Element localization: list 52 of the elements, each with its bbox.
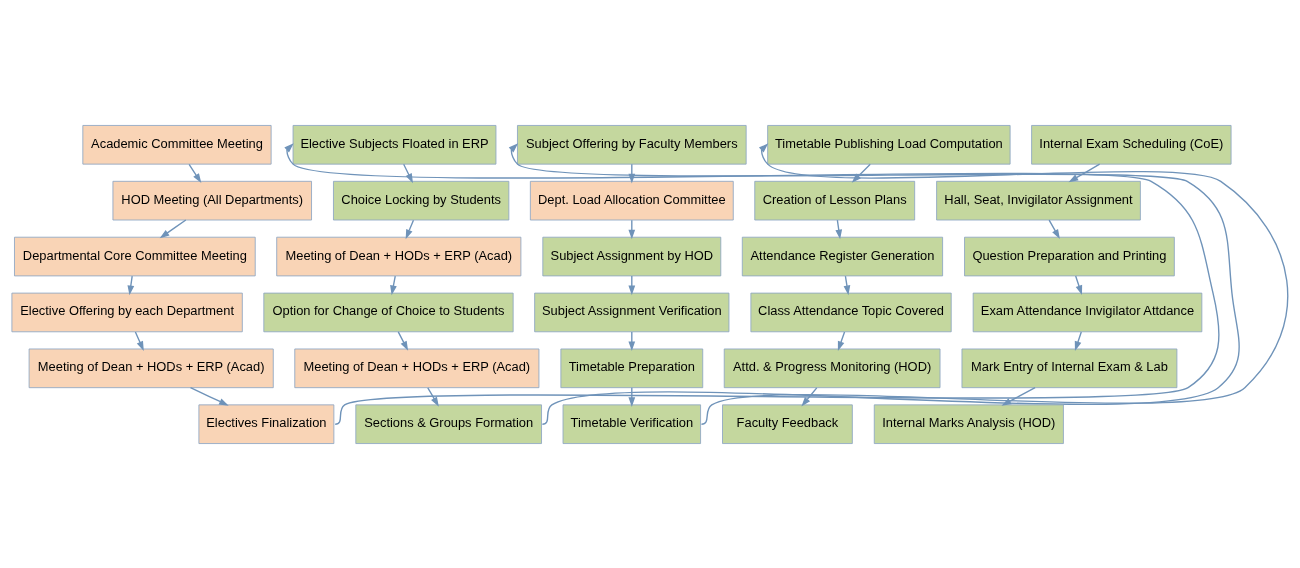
arrow <box>390 274 397 295</box>
node-box: Attd. & Progress Monitoring (HOD) <box>723 348 941 388</box>
arrow <box>801 386 818 406</box>
node-box: Academic Committee Meeting <box>82 124 272 165</box>
node-box: Creation of Lesson Plans <box>754 180 916 220</box>
node-box: Timetable Preparation <box>560 348 704 388</box>
arrow <box>188 163 202 183</box>
arrow <box>837 330 846 351</box>
node-box: Elective Subjects Floated in ERP <box>292 124 497 165</box>
node-box: Mark Entry of Internal Exam & Lab <box>961 348 1178 388</box>
arrow <box>1048 219 1060 239</box>
arrow <box>405 219 415 239</box>
arrow <box>403 163 413 183</box>
arrow <box>835 219 843 239</box>
arrow <box>127 274 135 295</box>
node-box: Question Preparation and Printing <box>964 236 1175 276</box>
node-box: Subject Offering by Faculty Members <box>517 124 747 165</box>
node-box: Choice Locking by Students <box>333 180 510 220</box>
node-box: Meeting of Dean + HODs + ERP (Acad) <box>294 348 540 388</box>
node-box: Timetable Verification <box>562 403 701 444</box>
arrow <box>508 142 1240 425</box>
node-box: Internal Marks Analysis (HOD) <box>873 403 1064 444</box>
node-box: HOD Meeting (All Departments) <box>112 180 312 220</box>
arrow <box>843 274 851 295</box>
arrow <box>397 330 409 351</box>
node-box: Option for Change of Choice to Students <box>263 292 514 332</box>
arrow <box>851 163 871 183</box>
node-box: Subject Assignment Verification <box>534 292 730 332</box>
arrow <box>1074 330 1082 351</box>
node-box: Departmental Core Committee Meeting <box>14 236 256 276</box>
node-box: Meeting of Dean + HODs + ERP (Acad) <box>276 236 522 276</box>
node-box: Sections & Groups Formation <box>355 403 542 444</box>
arrow <box>1074 274 1083 295</box>
arrow <box>1001 386 1036 406</box>
node-box: Class Attendance Topic Covered <box>750 292 952 332</box>
node-box: Electives Finalization <box>198 403 335 444</box>
arrow <box>159 218 187 238</box>
node-box: Elective Offering by each Department <box>11 292 243 332</box>
node-box: Attendance Register Generation <box>741 236 944 276</box>
node-box: Hall, Seat, Invigilator Assignment <box>936 180 1141 220</box>
arrow <box>189 386 229 406</box>
arrow <box>284 142 1220 425</box>
node-box: Faculty Feedback <box>722 403 853 444</box>
node-box: Meeting of Dean + HODs + ERP (Acad) <box>28 348 274 388</box>
arrow <box>700 142 1289 425</box>
arrow <box>427 386 439 407</box>
node-box: Exam Attendance Invigilator Attdance <box>972 292 1203 332</box>
node-box: Dept. Load Allocation Committee <box>529 180 734 220</box>
node-box: Subject Assignment by HOD <box>542 236 722 276</box>
node-box: Internal Exam Scheduling (CoE) <box>1031 124 1232 165</box>
arrow <box>1068 162 1101 182</box>
node-box: Timetable Publishing Load Computation <box>767 124 1011 165</box>
